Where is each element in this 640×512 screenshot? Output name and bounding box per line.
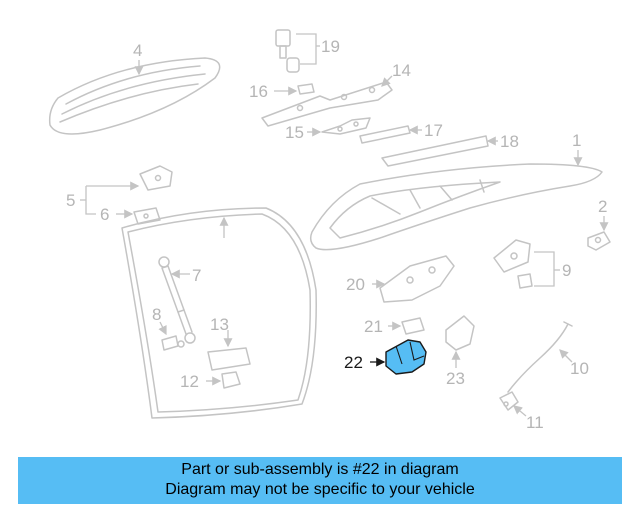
part-1-liftgate: 1 bbox=[309, 131, 603, 251]
label-22: 22 bbox=[344, 353, 363, 372]
label-11: 11 bbox=[526, 413, 544, 432]
label-7: 7 bbox=[192, 266, 201, 285]
part-5-bracket: 5 bbox=[66, 165, 173, 210]
label-1: 1 bbox=[572, 131, 581, 150]
part-19-stud: 19 bbox=[275, 29, 340, 73]
label-21: 21 bbox=[364, 317, 383, 336]
part-4-glass: 4 bbox=[48, 41, 221, 135]
parts-diagram: 4 19 16 14 15 17 bbox=[48, 29, 611, 432]
label-6: 6 bbox=[100, 205, 109, 224]
label-14: 14 bbox=[392, 61, 411, 80]
label-20: 20 bbox=[346, 275, 365, 294]
label-9: 9 bbox=[562, 261, 571, 280]
part-8-stud: 8 bbox=[152, 305, 185, 351]
part-17-bracket: 17 bbox=[359, 121, 443, 144]
part-14-hinge: 14 bbox=[261, 61, 411, 127]
part-21-clip: 21 bbox=[364, 317, 425, 336]
label-12: 12 bbox=[180, 372, 199, 391]
label-15: 15 bbox=[285, 123, 304, 142]
part-2-latch: 2 bbox=[587, 197, 611, 251]
label-8: 8 bbox=[152, 305, 161, 324]
label-13: 13 bbox=[210, 315, 229, 334]
label-19: 19 bbox=[321, 37, 340, 56]
part-23-cover: 23 bbox=[445, 315, 475, 388]
label-17: 17 bbox=[424, 121, 443, 140]
part-22-actuator: 22 bbox=[344, 339, 427, 375]
banner-line-2: Diagram may not be specific to your vehi… bbox=[165, 481, 475, 498]
part-11-end: 11 bbox=[499, 391, 544, 432]
part-13-block: 13 bbox=[207, 315, 251, 371]
label-4: 4 bbox=[133, 41, 142, 60]
label-2: 2 bbox=[598, 197, 607, 216]
part-10-rod: 10 bbox=[507, 321, 589, 393]
part-20-latch: 20 bbox=[346, 255, 455, 303]
label-18: 18 bbox=[500, 132, 519, 151]
label-16: 16 bbox=[249, 82, 268, 101]
label-5: 5 bbox=[66, 191, 75, 210]
part-12-stop: 12 bbox=[180, 371, 241, 391]
part-9-bracket: 9 bbox=[493, 239, 571, 289]
label-23: 23 bbox=[446, 369, 465, 388]
part-16-pin: 16 bbox=[249, 82, 315, 101]
part-6-bracket: 6 bbox=[100, 205, 161, 225]
banner-line-1: Part or sub-assembly is #22 in diagram bbox=[181, 461, 459, 478]
part-18-strip: 18 bbox=[381, 132, 519, 167]
part-15-plate: 15 bbox=[285, 117, 371, 142]
label-10: 10 bbox=[570, 359, 589, 378]
part-7-strut: 7 bbox=[158, 256, 201, 344]
door-seal bbox=[121, 207, 317, 419]
info-banner: Part or sub-assembly is #22 in diagram D… bbox=[18, 457, 622, 504]
